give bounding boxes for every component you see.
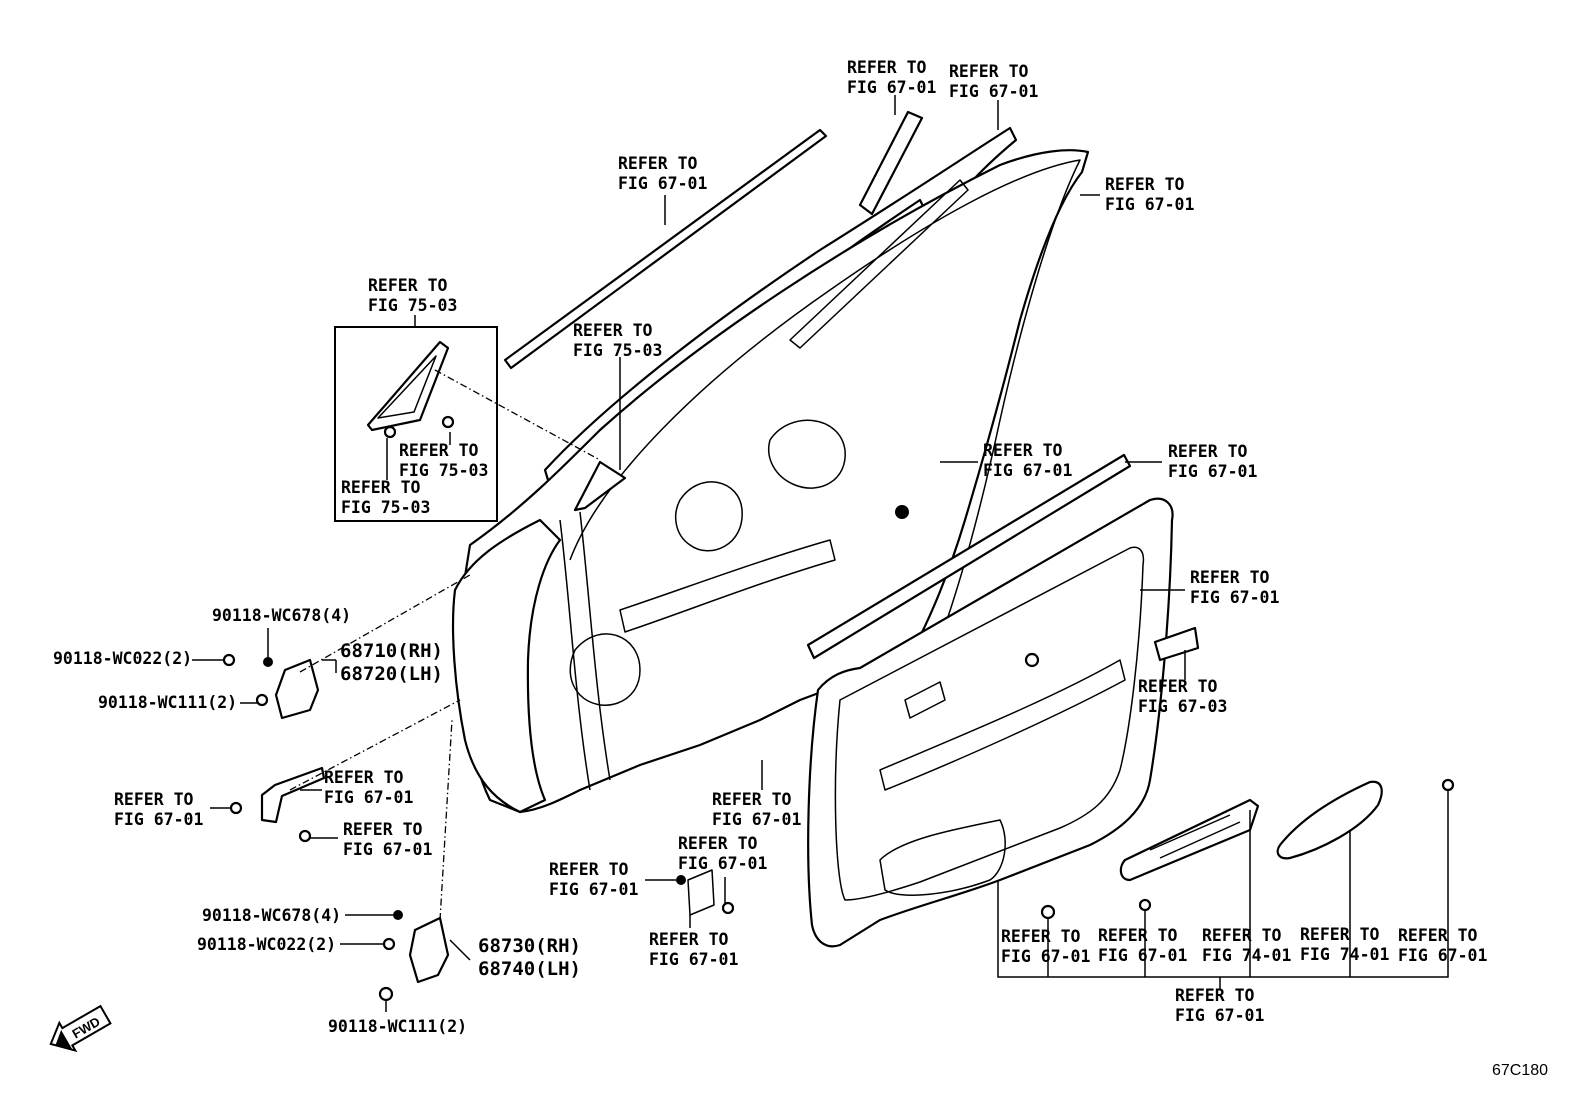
bolt-label-lower-wc022: 90118-WC022(2) <box>197 935 336 954</box>
bolt-label-upper-wc022: 90118-WC022(2) <box>53 649 192 668</box>
door-front-edge <box>451 518 562 814</box>
trim-armrest <box>879 659 1126 791</box>
door-quarter-glass <box>573 460 627 512</box>
bolt-10 <box>1138 898 1152 912</box>
inner-panel-speaker-hole <box>569 633 641 706</box>
fwd-arrow-icon: FWD <box>49 1004 112 1053</box>
upper-hinge <box>274 658 320 720</box>
inset-clip-2 <box>441 415 455 429</box>
door-check <box>260 766 326 824</box>
trim-inside-handle <box>904 681 946 719</box>
inner-panel-service-hole-2 <box>768 419 846 489</box>
bolt-label-lower-wc678: 90118-WC678(4) <box>202 906 341 925</box>
bolt-6 <box>393 910 403 920</box>
bolt-8 <box>378 986 394 1002</box>
lower-hinge <box>408 916 450 984</box>
inner-panel-edge-2 <box>579 511 611 781</box>
bolt-label-upper-wc111: 90118-WC111(2) <box>98 693 237 712</box>
door-inner-panel <box>456 149 1090 814</box>
bolt-9 <box>1040 904 1056 920</box>
figure-code: 67C180 <box>1492 1062 1548 1079</box>
part-number-68730: 68730(RH) <box>478 935 581 957</box>
bolt-5 <box>298 829 312 843</box>
bolt-7 <box>382 937 396 951</box>
parts-artwork <box>222 110 1455 1002</box>
power-window-switch-detail <box>1149 814 1241 859</box>
lower-bracket-clip <box>721 901 735 915</box>
trim-clip-1 <box>1024 652 1040 668</box>
door-weatherstrip <box>569 159 1081 641</box>
trim-pocket <box>879 819 1006 896</box>
inner-panel-window-slot <box>789 179 969 349</box>
inset-clip-1 <box>383 425 397 439</box>
part-number-68740: 68740(LH) <box>478 958 581 980</box>
switch-bezel <box>1276 780 1383 860</box>
quarter-glass-inner <box>377 355 437 419</box>
bolt-1 <box>263 657 273 667</box>
inner-panel-service-hole-1 <box>674 481 743 552</box>
outer-belt-molding <box>503 128 828 370</box>
bolt-11 <box>1441 778 1455 792</box>
power-window-switch <box>1119 798 1260 882</box>
bolt-4 <box>229 801 243 815</box>
lower-bracket <box>687 869 715 916</box>
lower-bracket-screw <box>676 875 686 885</box>
bolt-2 <box>222 653 236 667</box>
bolt-3 <box>255 693 269 707</box>
inner-panel-edge <box>559 519 591 791</box>
inner-belt-weatherstrip <box>806 453 1132 660</box>
part-number-68710: 68710(RH) <box>340 640 443 662</box>
trim-bracket <box>1153 626 1200 662</box>
inset-box <box>334 326 498 522</box>
part-number-68720: 68720(LH) <box>340 663 443 685</box>
trim-panel-inner-edge <box>834 546 1145 901</box>
bolt-label-lower-wc111: 90118-WC111(2) <box>328 1017 467 1036</box>
leader-lines <box>192 95 1449 1012</box>
inner-panel-lower-beam <box>619 539 836 633</box>
front-channel-strip <box>858 110 924 216</box>
bolt-label-upper-wc678: 90118-WC678(4) <box>212 606 351 625</box>
trim-clip-2 <box>895 505 909 519</box>
